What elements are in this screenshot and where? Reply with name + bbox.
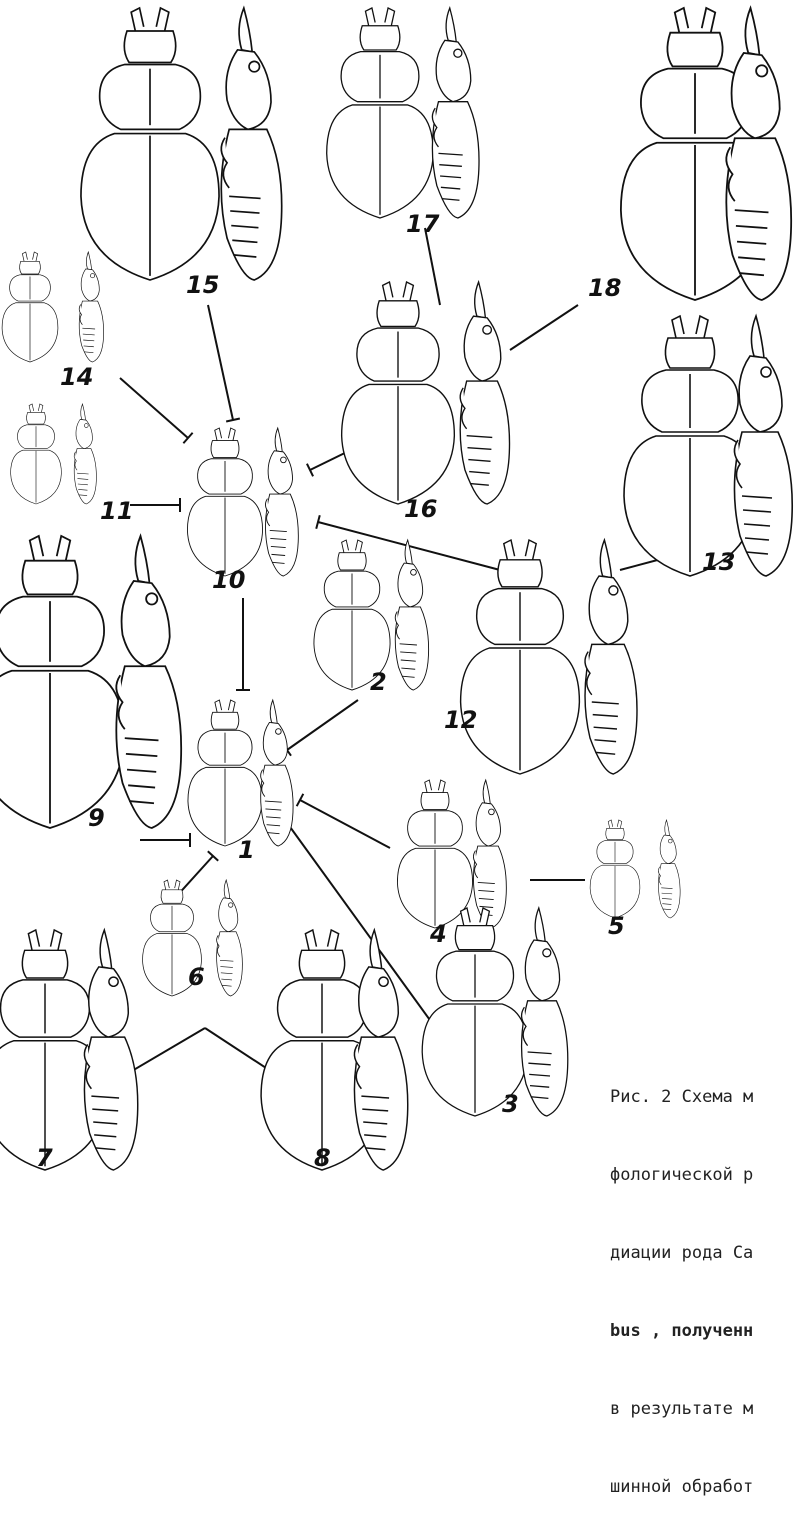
beetle-16-lateral (460, 282, 509, 504)
label-3: 3 (502, 1090, 519, 1118)
beetle-15-dorsal (81, 8, 219, 280)
label-9: 9 (88, 804, 105, 832)
beetle-8-lateral (354, 930, 407, 1170)
connector-line (120, 378, 188, 438)
connector-line (510, 305, 578, 350)
beetle-6-lateral (217, 880, 243, 996)
caption-line: фологической р (610, 1162, 795, 1188)
beetle-10-lateral (265, 428, 298, 576)
beetle-4-lateral (473, 780, 506, 928)
beetle-12-lateral (585, 540, 637, 774)
connector-line (425, 228, 440, 305)
label-15: 15 (186, 271, 219, 299)
phylogeny-diagram: 1 2 3 4 5 6 7 8 9 10 11 12 13 14 15 16 1… (0, 0, 795, 1171)
label-12: 12 (444, 706, 477, 734)
beetle-1-lateral (261, 700, 293, 846)
label-14: 14 (60, 363, 93, 391)
label-18: 18 (588, 274, 621, 302)
label-13: 13 (702, 548, 735, 576)
beetle-7-lateral (84, 930, 137, 1170)
beetle-14-dorsal (2, 252, 58, 362)
beetle-9-dorsal (0, 536, 124, 828)
caption-line: диации рода Са (610, 1240, 795, 1266)
beetle-17-lateral (432, 8, 479, 218)
beetle-14-lateral (79, 252, 103, 362)
beetle-18-lateral (726, 8, 791, 300)
beetle-5-lateral (658, 820, 680, 918)
beetle-2-lateral (395, 540, 428, 690)
beetle-11-dorsal (11, 404, 62, 504)
beetle-9-lateral (116, 536, 181, 828)
label-2: 2 (370, 668, 387, 696)
connector-line (208, 305, 233, 420)
beetle-17-dorsal (327, 8, 434, 218)
connector-line (300, 800, 390, 848)
beetle-15-lateral (221, 8, 281, 280)
beetle-1-dorsal (188, 700, 262, 846)
label-11: 11 (100, 497, 133, 525)
beetle-3-lateral (522, 908, 568, 1116)
figure-caption: Рис. 2 Схема м фологической р диации род… (610, 1032, 795, 1526)
connector-bar (297, 794, 304, 806)
label-17: 17 (406, 210, 440, 238)
beetle-10-dorsal (187, 428, 262, 576)
beetle-11-lateral (74, 404, 96, 504)
label-10: 10 (212, 566, 245, 594)
beetle-drawings (0, 8, 792, 1170)
label-4: 4 (429, 920, 447, 948)
caption-line: bus , полученн (610, 1318, 795, 1344)
beetle-4-dorsal (397, 780, 472, 928)
label-5: 5 (608, 912, 625, 940)
label-7: 7 (36, 1144, 53, 1171)
beetle-13-lateral (734, 316, 792, 576)
beetle-5-dorsal (590, 820, 640, 918)
caption-line: Рис. 2 Схема м (610, 1084, 795, 1110)
beetle-16-dorsal (342, 282, 455, 504)
caption-line: шинной обработ (610, 1474, 795, 1500)
connector-line (287, 700, 358, 750)
beetle-12-dorsal (461, 540, 580, 774)
label-1: 1 (238, 836, 255, 864)
caption-line: в результате м (610, 1396, 795, 1422)
label-8: 8 (314, 1144, 331, 1171)
label-16: 16 (404, 495, 437, 523)
label-6: 6 (188, 963, 205, 991)
